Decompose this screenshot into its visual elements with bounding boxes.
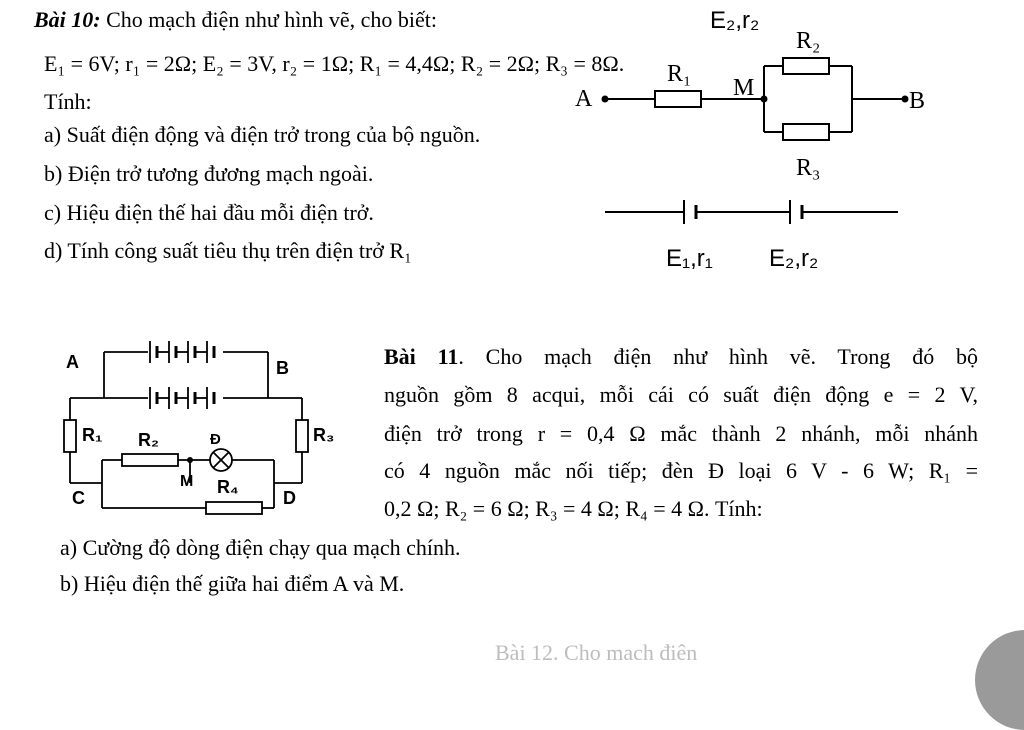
- bai10-intro: Cho mạch điện như hình vẽ, cho biết:: [106, 7, 437, 32]
- diagram11-label-a: A: [66, 352, 79, 372]
- diagram11-label-c: C: [72, 488, 85, 508]
- diagram10-label-r3: R₃: [796, 155, 821, 181]
- bai10-tinh: Tính:: [44, 89, 92, 114]
- diagram11-label-r2: R₂: [138, 430, 159, 450]
- diagram11-label-r1: R₁: [82, 425, 103, 445]
- diagram10-label-e1r1: E₁,r₁: [666, 245, 713, 272]
- diagram11-label-d: D: [283, 488, 296, 508]
- diagram10-label-r1: R₁: [667, 61, 692, 87]
- bai10-circuit-diagram: [601, 57, 909, 224]
- bai11-title: Bài 11: [384, 344, 459, 369]
- bai10-question-c: c) Hiệu điện thế hai đầu mỗi điện trở.: [44, 200, 374, 225]
- resistor-r4: [205, 501, 263, 515]
- bai10-heading: Bài 10: Cho mạch điện như hình vẽ, cho b…: [34, 8, 437, 32]
- node-b-dot: [901, 95, 909, 103]
- diagram10-label-r2: R₂: [796, 28, 821, 54]
- resistor-r2: [121, 453, 179, 467]
- node-a-dot: [601, 95, 609, 103]
- bai11-question-a: a) Cường độ dòng điện chạy qua mạch chín…: [60, 535, 461, 560]
- next-exercise-partial: Bài 12. Cho mạch điện: [495, 640, 698, 660]
- bai10-question-a: a) Suất điện động và điện trở trong của …: [44, 122, 481, 147]
- diagram10-top-label: E₂,r₂: [710, 7, 760, 34]
- diagram10-label-m: M: [733, 75, 755, 101]
- resistor-r3: [295, 419, 309, 453]
- diagram11-label-m: M: [180, 473, 194, 490]
- bai11-question-b: b) Hiệu điện thế giữa hai điểm A và M.: [60, 571, 405, 596]
- bai11-circuit-diagram: [63, 341, 309, 515]
- bai11-line-5: 0,2 Ω; R₂ = 6 Ω; R₃ = 4 Ω; R₄ = 4 Ω. Tín…: [384, 496, 763, 521]
- diagram11-label-r3: R₃: [313, 425, 335, 445]
- diagram11-label-r4: R₄: [217, 477, 239, 497]
- bai11-line-1: Bài 11. Cho mạch điện như hình vẽ. Trong…: [384, 345, 978, 369]
- bai10-given: E₁ = 6V; r₁ = 2Ω; E₂ = 3V, r₂ = 1Ω; R₁ =…: [44, 51, 625, 76]
- resistor-r1: [63, 419, 77, 453]
- bai10-question-d: d) Tính công suất tiêu thụ trên điện trở…: [44, 238, 412, 263]
- bai11-line-3: điện trở trong r = 0,4 Ω mắc thành 2 nhá…: [384, 421, 978, 446]
- diagram10-label-a: A: [575, 86, 593, 112]
- diagram11-label-b: B: [276, 358, 289, 378]
- diagram10-label-e2r2: E₂,r₂: [769, 245, 819, 272]
- diagram11-label-lamp: Đ: [210, 431, 221, 448]
- bai10-question-b: b) Điện trở tương đương mạch ngoài.: [44, 161, 374, 186]
- node-m-dot: [760, 95, 768, 103]
- diagram10-label-b: B: [909, 88, 926, 114]
- bai11-line-4: có 4 nguồn mắc nối tiếp; đèn Đ loại 6 V …: [384, 458, 978, 483]
- bai11-line-2: nguồn gồm 8 acqui, mỗi cái có suất điện …: [384, 382, 978, 407]
- node-m-dot: [187, 457, 193, 463]
- battery-bank: [149, 341, 216, 409]
- bai11-line-1-text: . Cho mạch điện như hình vẽ. Trong đó bộ: [458, 344, 978, 369]
- bai10-title: Bài 10:: [34, 7, 101, 32]
